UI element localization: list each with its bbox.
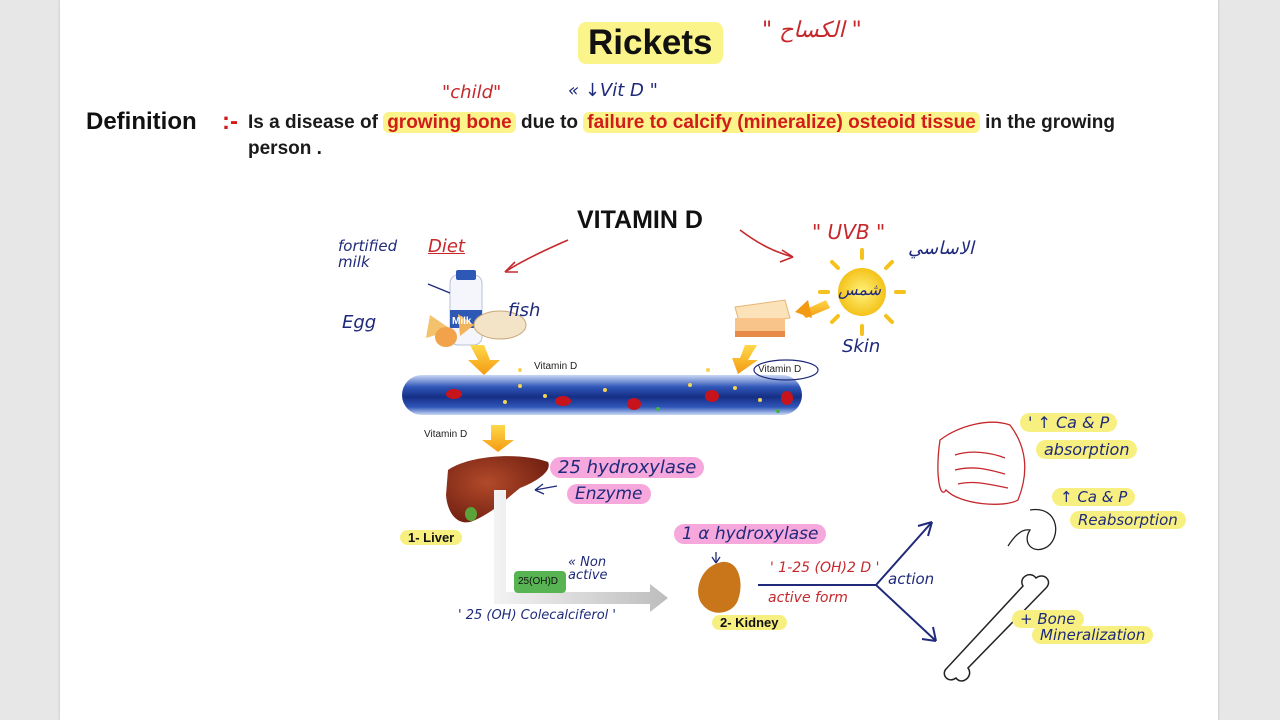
calcidiol-note: ' 25 (OH) Colecalciferol ' bbox=[458, 608, 616, 623]
definition-colon: :- bbox=[222, 108, 238, 135]
bone-icon bbox=[943, 574, 1050, 682]
diet-note: Diet bbox=[428, 236, 465, 257]
intestine-icon bbox=[937, 421, 1026, 505]
absorption-line-2: absorption bbox=[1036, 440, 1138, 459]
sun-arabic-note: شمس bbox=[838, 280, 882, 299]
kidney-sketch-icon bbox=[1007, 508, 1057, 551]
skin-note: Skin bbox=[842, 336, 881, 357]
vit-d-note: « ↓Vit D " bbox=[568, 80, 658, 101]
vitamin-d-label-down: Vitamin D bbox=[424, 429, 468, 440]
non-active-note: « Non active bbox=[568, 555, 608, 583]
milk-carton-label: Milk bbox=[452, 316, 472, 327]
diet-arrow bbox=[468, 345, 500, 375]
liver-label: 1- Liver bbox=[400, 530, 463, 545]
liver-icon bbox=[446, 456, 549, 523]
bone-min-line-2: Mineralization bbox=[1032, 626, 1154, 644]
hydroxylase-1a-note: 1 α hydroxylase bbox=[674, 524, 827, 544]
vitamin-d-label-left: Vitamin D bbox=[534, 361, 578, 372]
skin-layers-icon bbox=[734, 299, 791, 337]
uvb-note: " UVB " bbox=[812, 220, 886, 244]
reabsorption-line-1: ↑ Ca & P bbox=[1052, 488, 1136, 506]
uvb-arabic-note: الاساسي bbox=[908, 238, 974, 259]
bone-min-line-1: + Bone bbox=[1012, 610, 1084, 628]
fish-note: fish bbox=[508, 300, 541, 321]
definition-highlight-failure: failure to calcify (mineralize) osteoid … bbox=[583, 112, 980, 133]
definition-mid: due to bbox=[521, 112, 579, 133]
egg-note: Egg bbox=[342, 312, 377, 333]
absorption-line-1: ' ↑ Ca & P bbox=[1020, 413, 1118, 432]
egg-icon bbox=[435, 327, 457, 347]
fortified-milk-note: fortified milk bbox=[338, 237, 398, 271]
skin-arrow bbox=[732, 345, 758, 374]
action-arrows bbox=[758, 521, 937, 642]
milk-bottle-icon bbox=[449, 270, 483, 346]
child-note: "child" bbox=[442, 82, 502, 103]
vessel-to-liver-arrow bbox=[482, 425, 514, 452]
action-note: action bbox=[888, 570, 935, 588]
sun-icon bbox=[818, 248, 906, 336]
title-arabic-note: " الكساح " bbox=[762, 18, 862, 43]
vitamin-d-title: VITAMIN D bbox=[577, 206, 703, 234]
kidney-icon bbox=[698, 561, 741, 613]
enzyme-note: Enzyme bbox=[567, 484, 651, 504]
arrow-to-diet bbox=[504, 239, 569, 273]
vitamin-d-label-right: Vitamin D bbox=[758, 364, 802, 375]
active-d-note: ' 1-25 (OH)2 D ' bbox=[770, 560, 880, 576]
definition-pre: Is a disease of bbox=[248, 112, 378, 133]
definition-text: Is a disease of growing bone due to fail… bbox=[248, 110, 1178, 162]
kidney-label: 2- Kidney bbox=[712, 615, 787, 630]
hydroxylase-25-note: 25 hydroxylase bbox=[550, 457, 705, 478]
fish-icon bbox=[458, 310, 527, 340]
blood-vessel bbox=[402, 368, 802, 415]
definition-post: in the growing person . bbox=[248, 112, 1115, 159]
page-title: Rickets bbox=[578, 22, 723, 64]
definition-highlight-growing-bone: growing bone bbox=[383, 112, 516, 133]
oh-d-box bbox=[514, 571, 566, 593]
arrow-to-uvb bbox=[739, 229, 794, 258]
active-form-note: active form bbox=[768, 590, 848, 606]
liver-to-kidney-arrow bbox=[494, 490, 668, 612]
fish-tail-icon bbox=[426, 315, 452, 338]
reabsorption-line-2: Reabsorption bbox=[1070, 511, 1186, 529]
oh-d-label: 25(OH)D bbox=[518, 576, 559, 587]
definition-label: Definition bbox=[86, 108, 197, 135]
